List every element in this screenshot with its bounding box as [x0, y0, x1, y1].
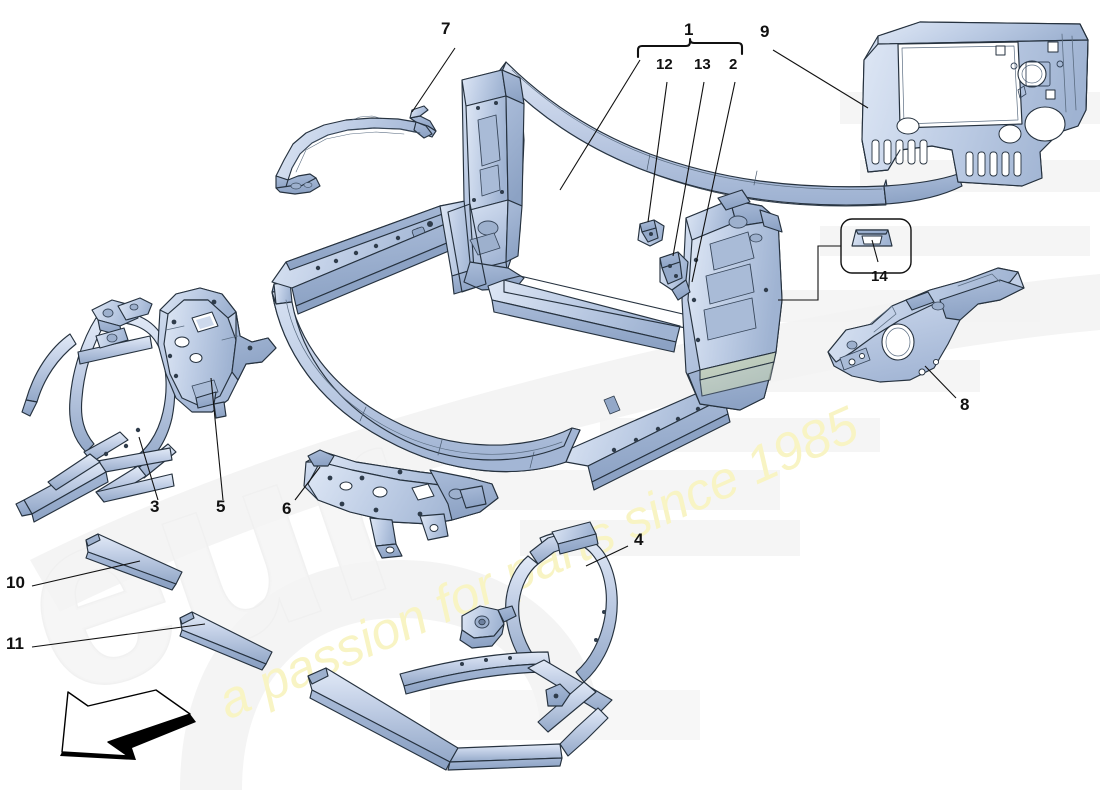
part-13-small-support-bracket	[659, 251, 691, 301]
part-5-front-suspension-tower-bracket	[157, 287, 277, 419]
part-4-rear-tubular-frame-assembly	[307, 521, 618, 771]
part-label-5[interactable]: 5	[216, 497, 226, 516]
group-bracket-1	[636, 37, 744, 59]
part-3-front-tubular-subframe-cradle	[15, 297, 177, 523]
part-label-13[interactable]: 13	[694, 56, 711, 73]
part-14-trapezoidal-plug-insert	[851, 229, 893, 247]
part-label-3[interactable]: 3	[150, 497, 160, 516]
part-label-12[interactable]: 12	[656, 56, 673, 73]
part-10-reinforcement-strip-upper	[85, 533, 183, 591]
part-1-front-bumper-crossmember-beam	[493, 61, 963, 207]
part-6-front-lower-crossmember	[303, 449, 499, 559]
callout-box-14	[778, 218, 912, 301]
part-label-1[interactable]: 1	[684, 20, 694, 39]
part-label-9[interactable]: 9	[760, 22, 770, 41]
part-8-rear-inner-wheelhouse-panel	[827, 267, 1025, 383]
part-label-6[interactable]: 6	[282, 499, 292, 518]
part-label-10[interactable]: 10	[6, 573, 25, 592]
main-chassis-frame-assembly	[271, 69, 783, 491]
part-label-8[interactable]: 8	[960, 395, 970, 414]
part-label-2[interactable]: 2	[729, 56, 738, 73]
part-11-reinforcement-strip-lower	[179, 611, 273, 671]
vehicle-front-direction-arrow	[60, 689, 196, 760]
part-12-small-mounting-bracket	[637, 219, 665, 247]
part-7-upper-side-rail-bracket	[275, 105, 437, 195]
leader-lines	[31, 47, 957, 648]
part-label-14[interactable]: 14	[871, 268, 888, 285]
part-9-rear-bulkhead-firewall-panel	[861, 21, 1089, 187]
part-label-7[interactable]: 7	[441, 19, 451, 38]
part-label-4[interactable]: 4	[634, 530, 644, 549]
part-label-11[interactable]: 11	[6, 634, 24, 653]
